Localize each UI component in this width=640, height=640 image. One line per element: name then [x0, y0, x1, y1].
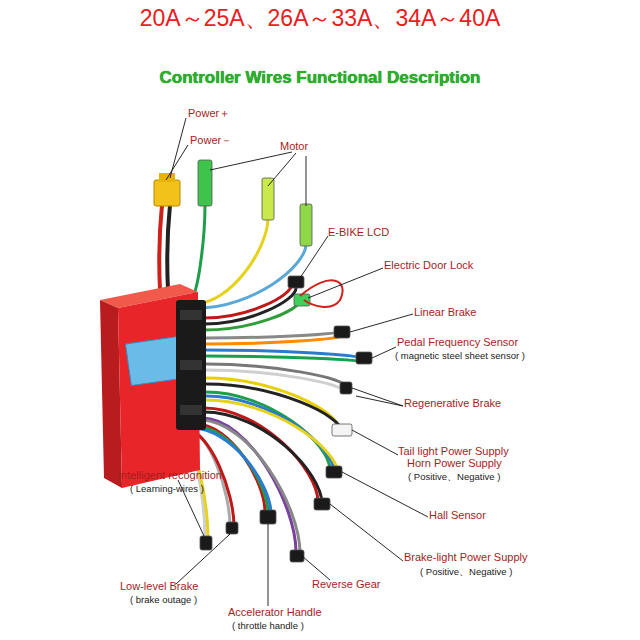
power-wire — [167, 205, 170, 290]
connector-slot — [180, 360, 202, 370]
wire — [200, 420, 300, 553]
wire-label: Brake-light Power Supply — [404, 551, 528, 564]
leader-line — [268, 524, 269, 606]
controller-body — [100, 173, 206, 488]
wire-label: Pedal Frequency Sensor — [397, 336, 518, 349]
wire — [190, 205, 205, 300]
wire-connector — [334, 326, 350, 338]
wire-label: Accelerator Handle — [228, 606, 322, 619]
wire-connector — [356, 352, 372, 364]
leader-line — [268, 153, 296, 186]
wire-label: Motor — [280, 140, 308, 153]
wire-group — [180, 205, 366, 553]
wire-label: Regenerative Brake — [404, 397, 501, 410]
wire-label: Linear Brake — [414, 306, 476, 319]
wire-note: ( Positive、Negative ) — [420, 565, 512, 578]
wire — [204, 284, 292, 318]
xt60-plug — [154, 180, 180, 206]
power-wire — [159, 205, 162, 290]
wire-label: Power－ — [190, 134, 232, 147]
wire — [206, 332, 338, 338]
connector-block — [176, 300, 206, 430]
leader-group — [166, 118, 428, 606]
leader-line — [306, 156, 307, 206]
wire-label: Intelligent recognition — [118, 469, 222, 482]
leader-line — [176, 534, 230, 584]
leader-line — [352, 388, 403, 406]
wire — [202, 418, 296, 552]
wire-label: Low-level Brake — [120, 580, 198, 593]
wire-connector — [200, 536, 212, 550]
wire-note: ( throttle handle ) — [232, 619, 304, 632]
wire — [194, 218, 268, 304]
xt60-plug — [159, 173, 175, 182]
wire-connector — [262, 178, 274, 220]
wire-note: ( Positive、Negative ) — [408, 470, 500, 483]
wire-note: ( Learning-wires ) — [130, 482, 204, 495]
leader-line — [166, 145, 188, 180]
wire-label: Hall Sensor — [429, 509, 486, 522]
leader-line — [350, 314, 413, 332]
wire — [204, 300, 300, 330]
wire-label: E-BIKE LCD — [328, 226, 389, 239]
leader-line — [352, 430, 398, 455]
wire-connector — [290, 550, 304, 562]
wire-label: Tail light Power Supply — [398, 445, 509, 458]
rating-heading: 20A～25A、26A～33A、34A～40A — [140, 4, 501, 32]
wire-note: ( magnetic steel sheet sensor ) — [395, 349, 525, 362]
wire-label: Power＋ — [188, 107, 230, 120]
leader-line — [302, 556, 330, 580]
wire-label: Horn Power Supply — [407, 457, 502, 470]
leader-line — [210, 152, 292, 170]
leader-line — [330, 504, 403, 561]
wire-connector — [260, 510, 276, 524]
leader-line — [356, 396, 403, 406]
wire — [206, 356, 366, 362]
wire-label: Reverse Gear — [312, 578, 380, 591]
wire-connector — [294, 294, 310, 306]
connector-slot — [180, 310, 202, 320]
wire — [206, 336, 342, 344]
wire-note: ( brake outage ) — [130, 593, 197, 606]
plug-group — [198, 160, 372, 562]
connector-slot — [180, 405, 202, 415]
wire-connector — [326, 466, 342, 478]
wire-connector — [332, 424, 352, 436]
wire — [204, 288, 296, 324]
leader-line — [308, 268, 383, 298]
wire-connector — [340, 382, 352, 394]
wire-connector — [288, 276, 304, 288]
wire-connector — [226, 522, 238, 534]
wire-connector — [314, 498, 330, 510]
leader-line — [300, 236, 328, 278]
wire-connector — [198, 160, 212, 206]
wire-label: Electric Door Lock — [384, 259, 473, 272]
lock-loop — [300, 280, 343, 307]
diagram-title: Controller Wires Functional Description — [160, 67, 481, 89]
wire-connector — [300, 204, 312, 246]
leader-line — [372, 347, 396, 358]
